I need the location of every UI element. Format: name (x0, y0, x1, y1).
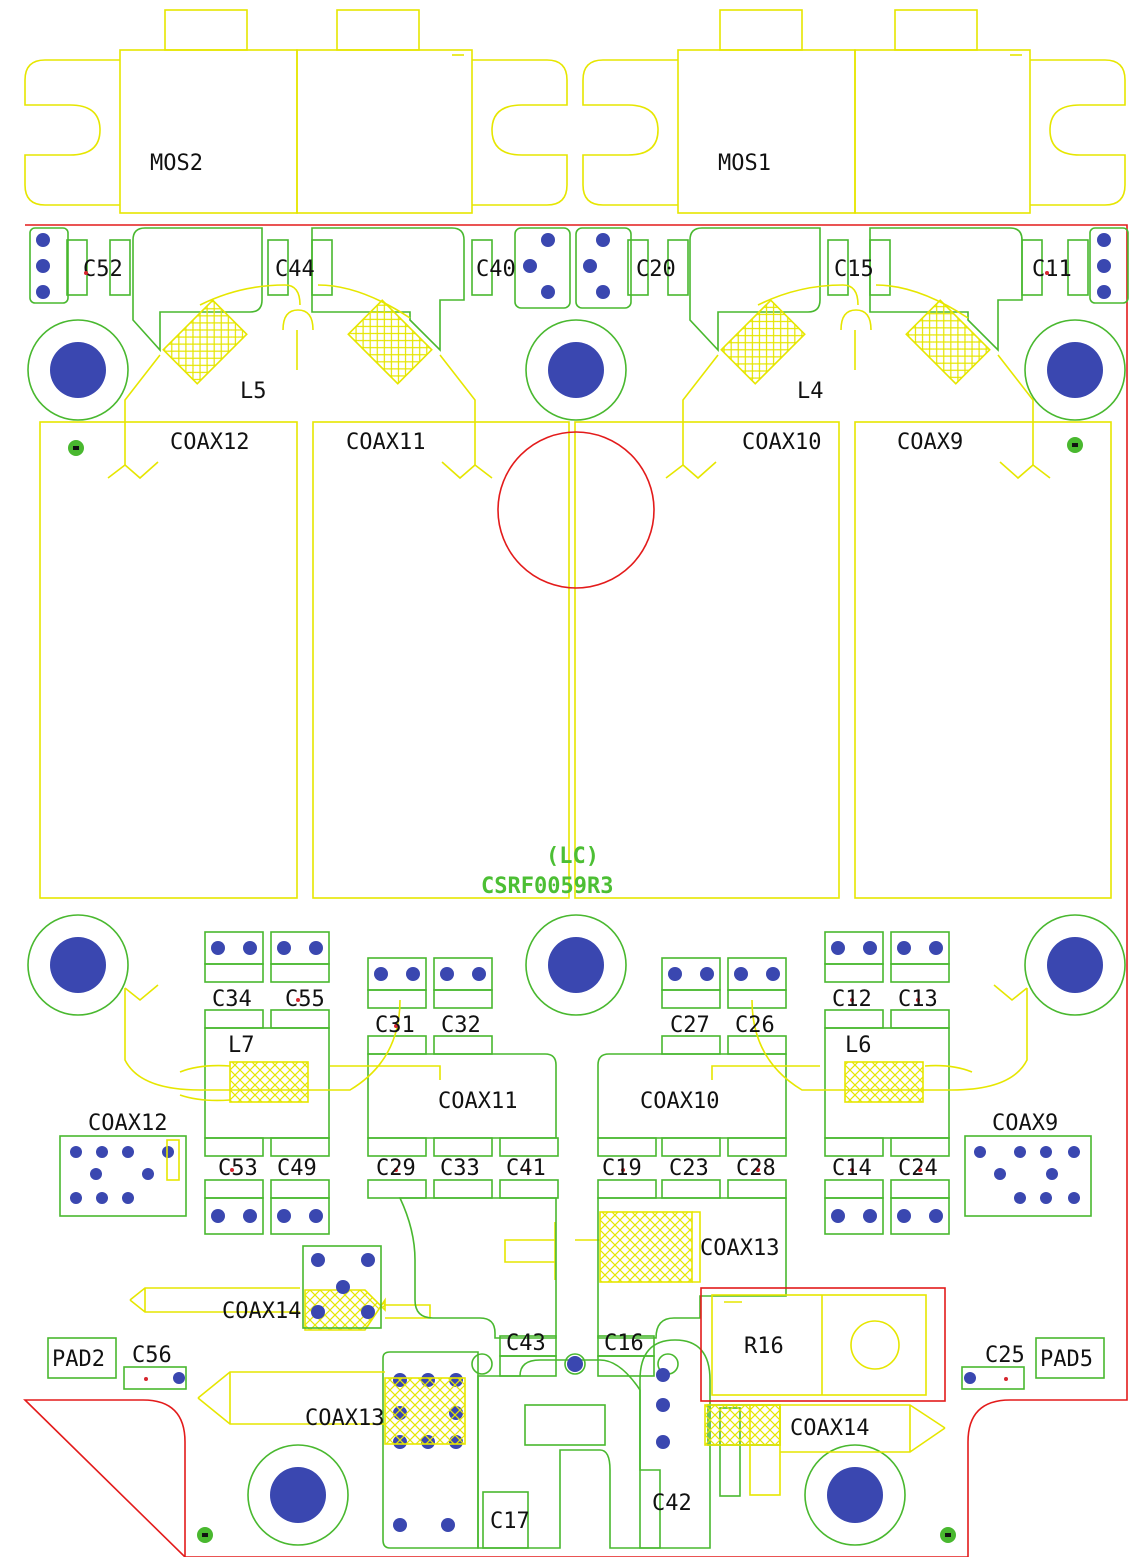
c24-label: C24 (898, 1156, 938, 1181)
c40-label: C40 (476, 257, 516, 282)
mos2-footprint (24, 9, 568, 214)
pad2-footprint (47, 1337, 187, 1390)
center-ring (497, 431, 655, 589)
c29-label: C29 (376, 1156, 416, 1181)
c44-label: C44 (275, 257, 315, 282)
l6-label: L6 (845, 1033, 872, 1058)
coax13-bot-label: COAX13 (305, 1406, 384, 1431)
l4-label: L4 (797, 379, 824, 404)
brand-line2: CSRF0059R3 (481, 874, 613, 899)
pad5-footprint (961, 1337, 1105, 1390)
coax9-mid-label: COAX9 (992, 1111, 1058, 1136)
c19-label: C19 (602, 1156, 642, 1181)
coax11-top-label: COAX11 (346, 430, 425, 455)
l7-label: L7 (228, 1033, 255, 1058)
top-copper (29, 227, 1129, 353)
c53-label: C53 (218, 1156, 258, 1181)
c31-label: C31 (375, 1013, 415, 1038)
coax12-top-label: COAX12 (170, 430, 249, 455)
fiducial-icon (68, 437, 1083, 1543)
c32-label: C32 (441, 1013, 481, 1038)
c49-label: C49 (277, 1156, 317, 1181)
coax11-mid-label: COAX11 (438, 1089, 517, 1114)
l4-transformer (665, 284, 1051, 480)
pad5-label: PAD5 (1040, 1347, 1093, 1372)
c26-label: C26 (735, 1013, 775, 1038)
c13-label: C13 (898, 987, 938, 1012)
mid-vias (70, 941, 1080, 1223)
coax14-mid-label: COAX14 (222, 1299, 301, 1324)
c16-label: C16 (604, 1331, 644, 1356)
c11-label: C11 (1032, 257, 1072, 282)
c43-label: C43 (506, 1331, 546, 1356)
board-outline (23, 224, 1128, 1557)
c20-label: C20 (636, 257, 676, 282)
coax14-bot-label: COAX14 (790, 1416, 869, 1441)
c55-label: C55 (285, 987, 325, 1012)
c41-label: C41 (506, 1156, 546, 1181)
mos1-footprint (582, 9, 1126, 214)
mos1-label: MOS1 (718, 151, 771, 176)
top-vias (36, 233, 1111, 299)
coax10-mid-label: COAX10 (640, 1089, 719, 1114)
pad2-label: PAD2 (52, 1347, 105, 1372)
c34-label: C34 (212, 987, 252, 1012)
mid-silk (124, 984, 1028, 1331)
l5-label: L5 (240, 379, 267, 404)
coax9-top-label: COAX9 (897, 430, 963, 455)
coax12-mid-label: COAX12 (88, 1111, 167, 1136)
c12-label: C12 (832, 987, 872, 1012)
r16-footprint (700, 1287, 946, 1402)
r16-label: R16 (744, 1334, 784, 1359)
c14-label: C14 (832, 1156, 872, 1181)
c42-label: C42 (652, 1491, 692, 1516)
coax-outlines (39, 421, 1112, 899)
c52-label: C52 (83, 257, 123, 282)
c27-label: C27 (670, 1013, 710, 1038)
c28-label: C28 (736, 1156, 776, 1181)
coax13-mid-label: COAX13 (700, 1236, 779, 1261)
coax10-top-label: COAX10 (742, 430, 821, 455)
mid-cap-pads (59, 931, 1092, 1235)
lower-silk (197, 1371, 946, 1496)
brand-line1: (LC) (546, 844, 599, 869)
mounting-hole-icon (27, 319, 1126, 1546)
c56-label: C56 (132, 1343, 172, 1368)
mos2-label: MOS2 (150, 151, 203, 176)
l5-transformer (107, 284, 493, 480)
c33-label: C33 (440, 1156, 480, 1181)
c25-label: C25 (985, 1343, 1025, 1368)
r16-body (711, 1294, 927, 1396)
c15-label: C15 (834, 257, 874, 282)
c23-label: C23 (669, 1156, 709, 1181)
c17-label: C17 (490, 1509, 530, 1534)
r16-tab (850, 1320, 900, 1370)
pad-dots (84, 271, 1049, 1381)
